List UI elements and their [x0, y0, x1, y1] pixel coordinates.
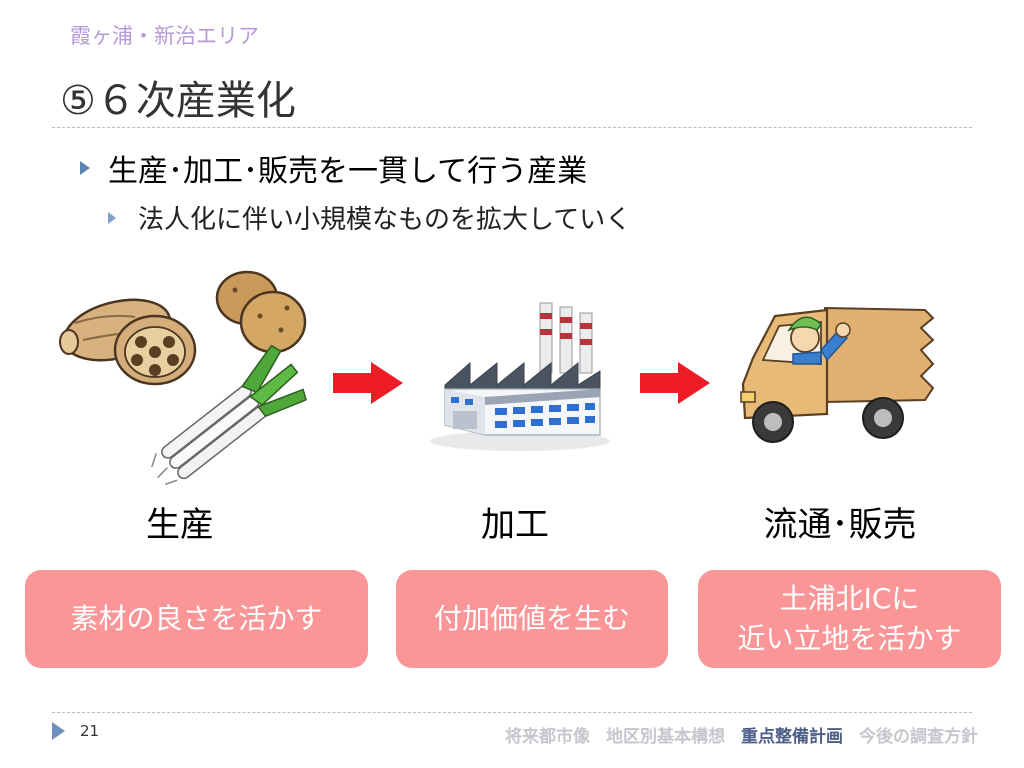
delivery-truck-illustration — [740, 306, 935, 443]
bullet-triangle-icon — [80, 161, 90, 175]
bullet-main: 生産･加工･販売を一貫して行う産業 — [80, 146, 587, 190]
stage-label-processing: 加工 — [481, 505, 549, 545]
pill-processing: 付加価値を生む — [396, 570, 668, 668]
footer-nav-item[interactable]: 将来都市像 — [505, 727, 590, 747]
footer-divider — [52, 712, 972, 713]
stage-label-production: 生産 — [146, 505, 214, 545]
stage-label-distribution: 流通･販売 — [763, 505, 917, 545]
title-divider — [52, 127, 972, 128]
arrow-right-icon — [333, 362, 403, 404]
pill-production: 素材の良さを活かす — [25, 570, 368, 668]
factory-illustration — [430, 302, 610, 451]
footer-nav-item-active[interactable]: 重点整備計画 — [741, 727, 843, 747]
section-label: 霞ヶ浦・新治エリア — [70, 24, 259, 48]
arrow-right-icon — [640, 362, 710, 404]
page-number: 21 — [80, 722, 100, 740]
vegetables-illustration — [59, 270, 307, 486]
bullet-triangle-icon — [108, 211, 116, 224]
bullet-sub: 法人化に伴い小規模なものを拡大していく — [108, 199, 631, 236]
footer-triangle-icon — [52, 722, 65, 740]
bullet-sub-text: 法人化に伴い小規模なものを拡大していく — [138, 205, 632, 235]
pill-distribution: 土浦北ICに 近い立地を活かす — [698, 570, 1001, 668]
page-title: ⑤６次産業化 — [60, 78, 296, 124]
bullet-main-text: 生産･加工･販売を一貫して行う産業 — [108, 154, 588, 189]
footer-nav-item[interactable]: 地区別基本構想 — [606, 727, 725, 747]
footer-nav-item[interactable]: 今後の調査方針 — [859, 727, 978, 747]
footer-nav: 将来都市像 地区別基本構想 重点整備計画 今後の調査方針 — [505, 722, 978, 747]
